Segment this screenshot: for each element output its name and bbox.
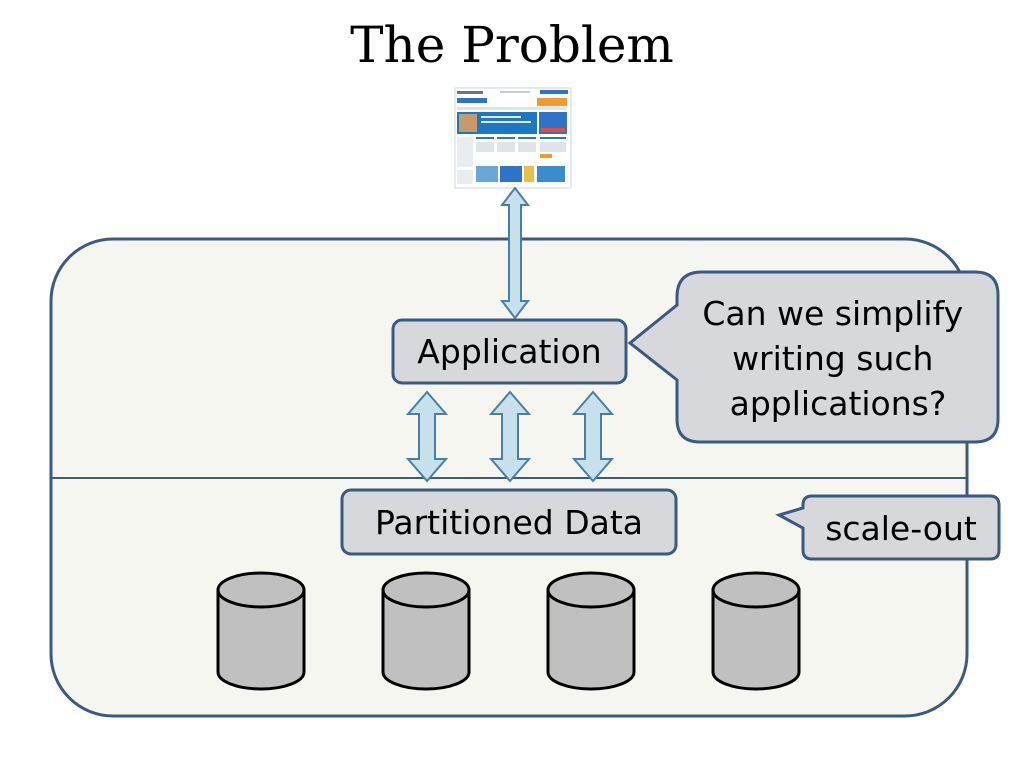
partitioned-data-box <box>340 488 678 556</box>
application-box <box>391 318 628 385</box>
app-data-arrow-3 <box>571 390 615 483</box>
app-data-arrow-1 <box>405 390 449 483</box>
question-callout <box>627 270 1000 444</box>
scale-out-callout <box>775 494 1001 561</box>
question-line-1: Can we simplify <box>702 294 963 333</box>
slide-title: The Problem <box>350 16 674 74</box>
question-line-2: writing such <box>732 339 933 378</box>
question-line-3: applications? <box>730 384 947 423</box>
partitioned-data-label: Partitioned Data <box>375 503 643 542</box>
web-to-app-arrow <box>499 186 531 320</box>
scale-out-label: scale-out <box>825 509 977 548</box>
database-cylinder-2 <box>381 571 471 691</box>
database-cylinder-4 <box>711 571 801 691</box>
app-data-arrow-2 <box>488 390 532 483</box>
database-cylinder-1 <box>216 571 306 691</box>
website-thumbnail <box>454 87 572 189</box>
question-callout-text: Can we simplify writing such application… <box>702 294 973 423</box>
application-label: Application <box>417 332 601 371</box>
database-cylinder-3 <box>546 571 636 691</box>
